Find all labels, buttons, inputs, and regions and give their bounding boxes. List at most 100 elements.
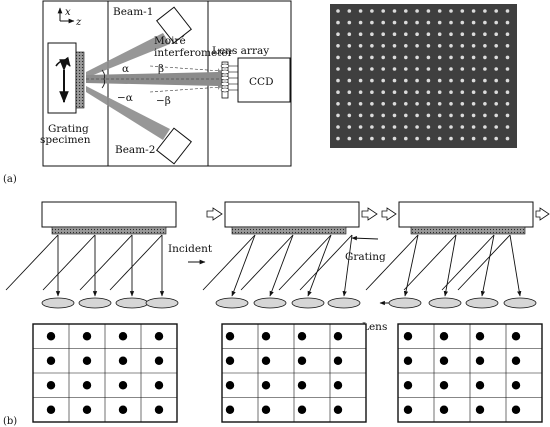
spot-grids bbox=[32, 323, 543, 423]
ccd-spot bbox=[415, 90, 419, 94]
focal-spot bbox=[154, 332, 164, 341]
focal-spot bbox=[475, 405, 485, 414]
ccd-spot bbox=[415, 55, 419, 60]
incident-ray bbox=[457, 234, 511, 291]
ccd-spot bbox=[415, 44, 419, 48]
ccd-spot bbox=[483, 67, 487, 71]
panel-b: (b) Incident Grating Lens bbox=[3, 201, 550, 427]
ccd-spot bbox=[358, 67, 363, 71]
ccd-spot bbox=[460, 67, 465, 71]
ccd-spot bbox=[483, 125, 487, 129]
ccd-label: CCD bbox=[249, 76, 274, 88]
lens bbox=[115, 297, 149, 309]
ccd-spot bbox=[437, 113, 442, 118]
focal-spot bbox=[46, 356, 56, 365]
lens bbox=[41, 297, 75, 309]
ccd-spot bbox=[449, 90, 453, 94]
stage-3 bbox=[381, 201, 550, 235]
ccd-spot bbox=[358, 44, 363, 48]
ccd-spot bbox=[449, 20, 453, 25]
ccd-spot bbox=[426, 9, 431, 13]
ccd-spot bbox=[358, 113, 363, 118]
ccd-spot bbox=[415, 136, 419, 141]
ccd-spot bbox=[370, 20, 374, 25]
ccd-spot bbox=[483, 44, 487, 48]
ccd-box bbox=[237, 57, 291, 103]
ccd-spot bbox=[358, 32, 363, 36]
ccd-spot bbox=[437, 125, 442, 129]
focal-spot bbox=[118, 381, 128, 390]
ccd-spot bbox=[392, 102, 397, 106]
x-axis-label: x bbox=[65, 7, 71, 18]
ccd-spot bbox=[392, 32, 397, 36]
ccd-image bbox=[330, 4, 517, 148]
interferometer-label-2: interferometer bbox=[154, 47, 234, 59]
ccd-spot bbox=[505, 20, 510, 25]
move-right-icon-3 bbox=[535, 207, 550, 221]
focal-spot bbox=[333, 332, 343, 341]
ccd-spot bbox=[404, 90, 408, 94]
ccd-spot bbox=[494, 136, 499, 141]
ccd-spot bbox=[471, 9, 476, 13]
ccd-spot bbox=[483, 55, 487, 60]
ccd-spot bbox=[505, 90, 510, 94]
ccd-spot bbox=[505, 67, 510, 71]
ccd-spot bbox=[483, 136, 487, 141]
focal-spot bbox=[46, 381, 56, 390]
focal-spot bbox=[439, 356, 449, 365]
ccd-spot bbox=[404, 55, 408, 60]
ccd-spot bbox=[370, 78, 374, 83]
focal-spot bbox=[475, 381, 485, 390]
ccd-spot bbox=[404, 136, 408, 141]
incident-label: Incident bbox=[168, 243, 213, 255]
ccd-spot bbox=[471, 32, 476, 36]
lens bbox=[388, 297, 422, 309]
ccd-spot bbox=[381, 67, 386, 71]
ccd-spot bbox=[471, 67, 476, 71]
grating-label-2: specimen bbox=[40, 134, 91, 146]
ccd-spot bbox=[404, 67, 408, 71]
ccd-spot bbox=[471, 102, 476, 106]
ccd-spot bbox=[494, 67, 499, 71]
focal-spot bbox=[225, 356, 235, 365]
ccd-spot bbox=[471, 113, 476, 118]
ccd-spot bbox=[505, 9, 510, 13]
ccd-spot bbox=[437, 20, 442, 25]
grating-strip-1 bbox=[51, 226, 167, 235]
incident-ray bbox=[441, 234, 495, 291]
ccd-spot bbox=[336, 78, 340, 83]
ccd-spot bbox=[460, 20, 465, 25]
diffracted-ray bbox=[480, 234, 495, 297]
focal-spot bbox=[297, 381, 307, 390]
stage-2 bbox=[206, 201, 378, 235]
ccd-spot bbox=[404, 113, 408, 118]
incident-ray bbox=[240, 234, 294, 291]
grating-pointer bbox=[351, 236, 379, 241]
focal-spot bbox=[511, 405, 521, 414]
focal-spot bbox=[82, 381, 92, 390]
grating-specimen bbox=[75, 51, 85, 109]
incident-ray bbox=[202, 234, 256, 291]
incident-ray bbox=[299, 234, 353, 291]
ccd-spot bbox=[336, 55, 340, 60]
focal-spot bbox=[511, 332, 521, 341]
ccd-spot bbox=[392, 113, 397, 118]
ccd-spot bbox=[483, 90, 487, 94]
beam-2-source bbox=[156, 127, 192, 165]
diffracted-ray bbox=[443, 234, 457, 297]
specimen-block-3 bbox=[398, 201, 534, 228]
ccd-spot bbox=[415, 67, 419, 71]
focal-spot bbox=[118, 356, 128, 365]
focal-spot bbox=[261, 405, 271, 414]
focal-spot bbox=[475, 356, 485, 365]
panel-a-label: (a) bbox=[3, 174, 17, 185]
ccd-spot bbox=[460, 78, 465, 83]
lens bbox=[465, 297, 499, 309]
ccd-spot bbox=[404, 32, 408, 36]
focal-spot bbox=[118, 332, 128, 341]
ccd-spot bbox=[358, 125, 363, 129]
diffracted-ray bbox=[231, 234, 256, 297]
ccd-spot bbox=[449, 136, 453, 141]
lens-label-b: Lens bbox=[362, 321, 387, 333]
